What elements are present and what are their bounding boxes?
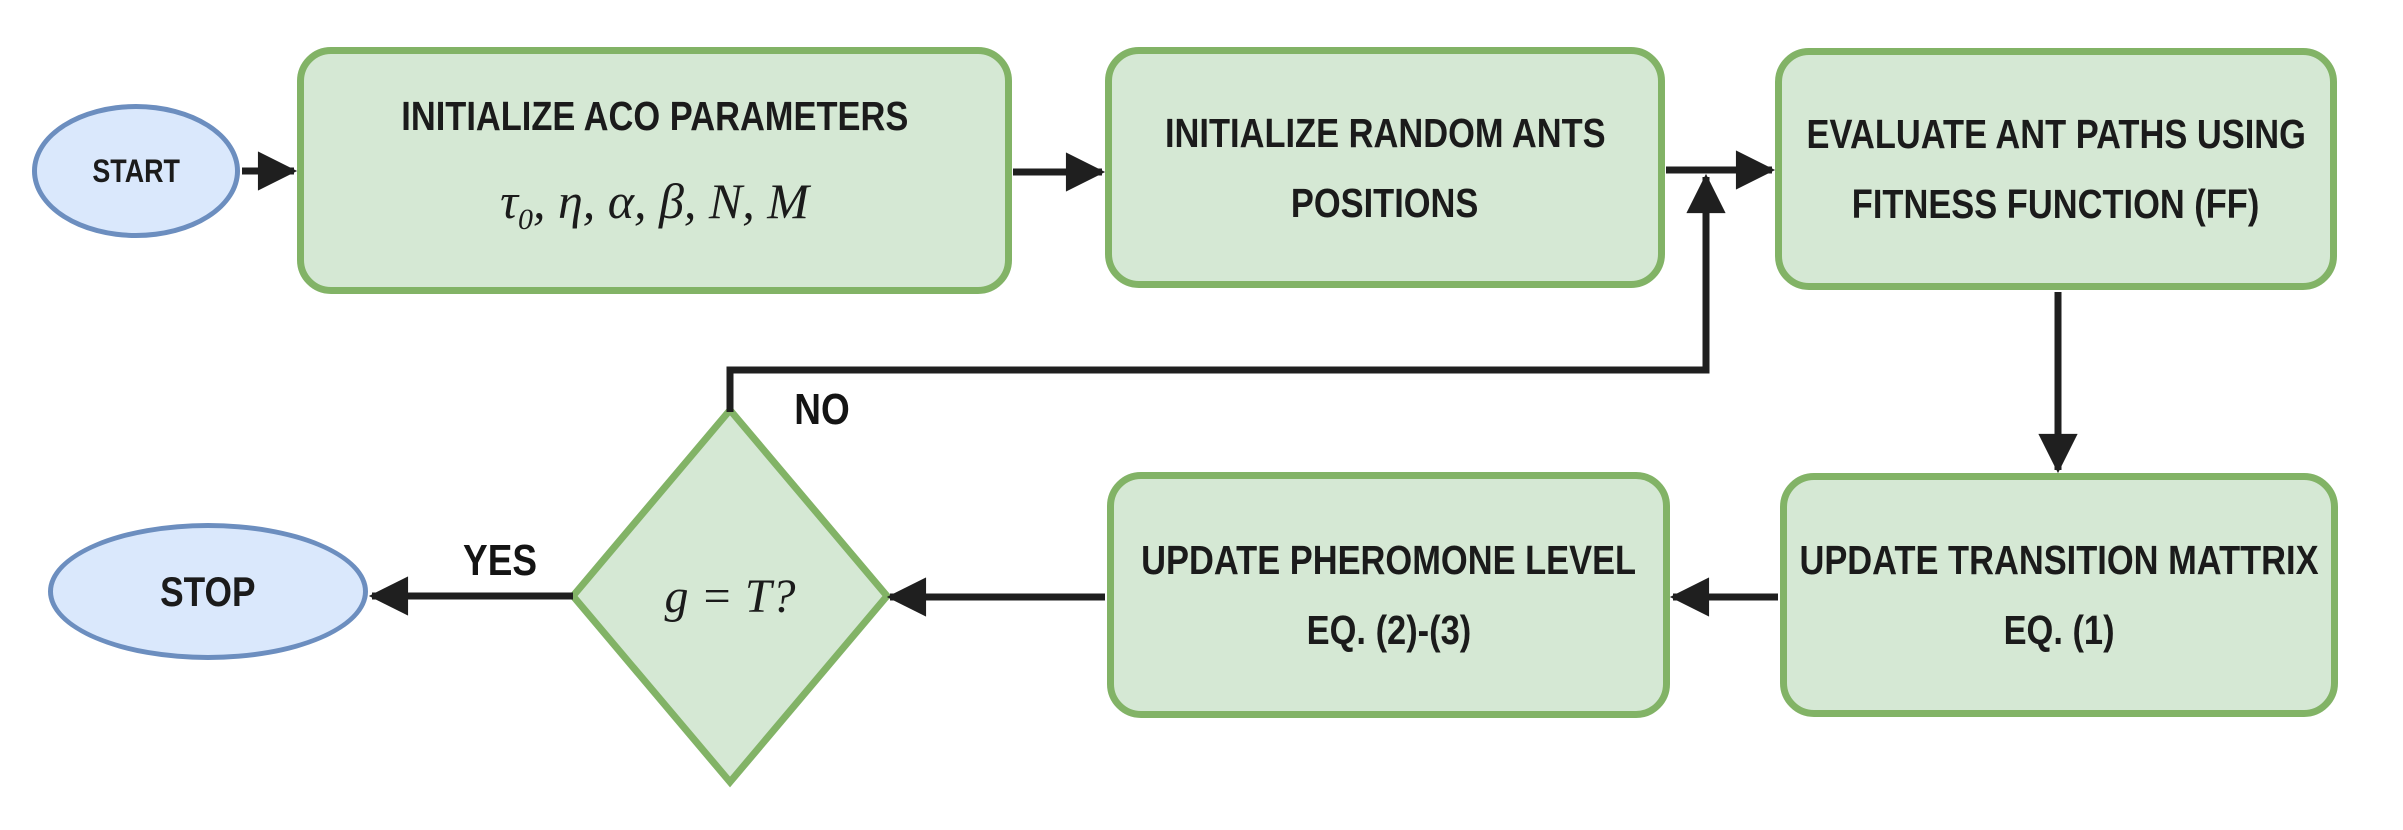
process-evaluate-ant-paths: EVALUATE ANT PATHS USING FITNESS FUNCTIO… [1775,48,2337,290]
stop-terminal: STOP [48,523,368,660]
process-line2: FITNESS FUNCTION (FF) [1852,181,2260,227]
process-line2: EQ. (1) [2003,607,2115,653]
arrow-decision-no-loopback [726,173,1726,412]
process-initialize-aco-parameters: INITIALIZE ACO PARAMETERS τ0, η, α, β, N… [297,47,1012,294]
process-line2: POSITIONS [1291,179,1479,226]
process-line1: UPDATE PHEROMONE LEVEL [1141,537,1636,583]
aco-parameters-math: τ0, η, α, β, N, M [500,172,809,236]
process-update-transition-matrix: UPDATE TRANSITION MATTRIX EQ. (1) [1780,473,2338,717]
process-title: INITIALIZE ACO PARAMETERS [400,92,909,139]
process-line2: EQ. (2)-(3) [1306,607,1471,653]
start-label: START [92,152,180,189]
stop-label: STOP [160,567,256,615]
edge-label-yes: YES [463,536,537,585]
process-line1: EVALUATE ANT PATHS USING [1806,111,2306,157]
start-terminal: START [32,104,240,238]
process-line1: UPDATE TRANSITION MATTRIX [1799,537,2319,583]
process-initialize-random-ants: INITIALIZE RANDOM ANTS POSITIONS [1105,47,1665,288]
decision-diamond-shape [568,404,892,788]
edge-label-no: NO [794,385,850,434]
process-line1: INITIALIZE RANDOM ANTS [1164,109,1606,156]
decision-condition-label: g = T? [664,569,796,623]
process-update-pheromone-level: UPDATE PHEROMONE LEVEL EQ. (2)-(3) [1107,472,1670,718]
